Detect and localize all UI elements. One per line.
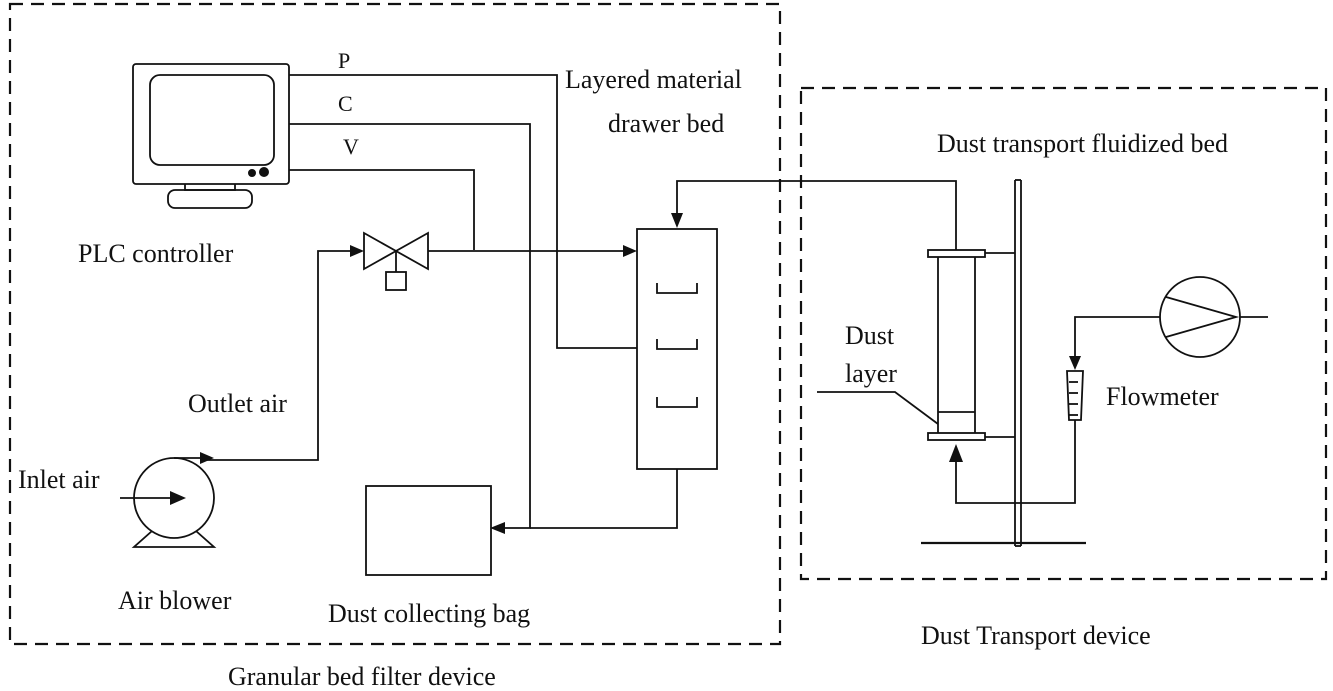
- granular-bed-filter-device-label: Granular bed filter device: [228, 662, 496, 691]
- signal-line-p: [289, 74, 637, 349]
- dust-collecting-bag-label: Dust collecting bag: [328, 599, 530, 628]
- drawer-tray: [656, 397, 698, 408]
- arrow-into-drawer-bed: [671, 213, 683, 228]
- flowmeter-to-bed-line: [955, 420, 1076, 504]
- arrow-into-bed: [623, 245, 637, 257]
- arrow-into-valve: [350, 245, 364, 257]
- dust-transport-device-label: Dust Transport device: [921, 621, 1151, 650]
- plc-controller-monitor-icon: [132, 63, 290, 209]
- dust-transport-fluidized-bed-label: Dust transport fluidized bed: [937, 129, 1228, 158]
- flowmeter-label: Flowmeter: [1106, 382, 1219, 411]
- dust-transport-fluidized-bed-boundary: [799, 86, 1328, 581]
- inlet-air-label: Inlet air: [18, 465, 100, 494]
- drawer-tray: [656, 339, 698, 350]
- dust-layer-label: Dust: [845, 321, 895, 350]
- air-blower-icon: [120, 452, 217, 548]
- bed-outlet-line: [530, 469, 678, 529]
- layered-bed-label: Layered material: [565, 65, 742, 94]
- pump-to-flowmeter-line: [1074, 316, 1160, 357]
- dust-layer-leader: [817, 391, 939, 425]
- valve-icon: [363, 231, 429, 291]
- outlet-air-label: Outlet air: [188, 389, 287, 418]
- granular-bed-filter-boundary: [8, 2, 782, 646]
- signal-label-p: P: [338, 48, 350, 73]
- fluidized-bed-column: [921, 179, 1086, 547]
- arrow-into-fluidized-bed: [949, 444, 963, 462]
- signal-line-c: [289, 123, 531, 529]
- dust-layer-label: layer: [845, 359, 897, 388]
- arrow-to-dust-bag: [490, 522, 505, 534]
- pump-icon: [1159, 276, 1268, 358]
- plc-controller-label: PLC controller: [78, 239, 234, 268]
- outlet-air-pipe: [206, 250, 350, 461]
- dust-collecting-bag: [365, 485, 492, 576]
- layered-bed-label: drawer bed: [608, 109, 724, 138]
- flowmeter-icon: [1066, 370, 1084, 421]
- signal-line-v: [289, 169, 475, 250]
- drawer-tray: [656, 283, 698, 294]
- dust-return-line: [676, 180, 957, 253]
- signal-label-c: C: [338, 91, 353, 116]
- air-blower-label: Air blower: [118, 586, 232, 615]
- signal-label-v: V: [343, 134, 359, 159]
- arrow-into-flowmeter: [1069, 356, 1081, 370]
